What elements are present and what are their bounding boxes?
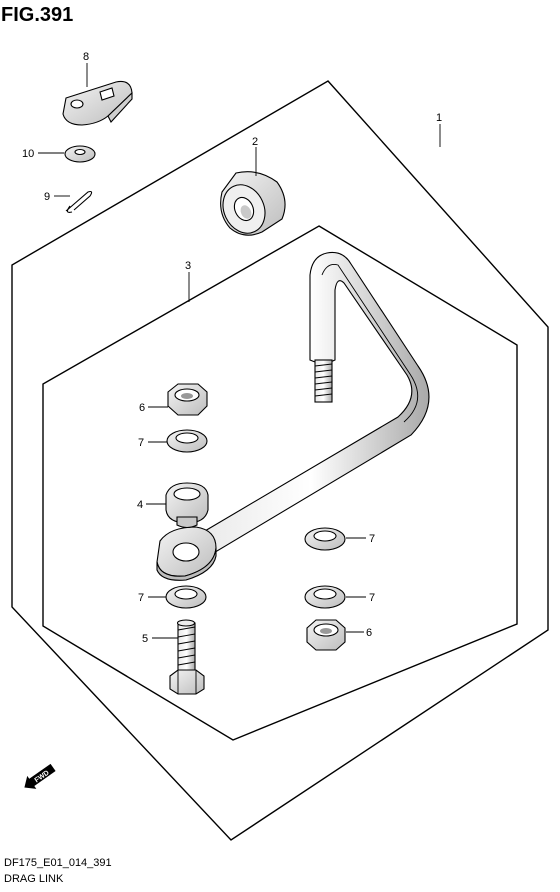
callout-6-upper: 6 <box>139 402 145 414</box>
callout-5: 5 <box>142 633 148 645</box>
callout-7-upper-right: 7 <box>369 533 375 545</box>
part-collar <box>165 482 209 529</box>
part-nut-upper <box>167 383 208 416</box>
leader-lines <box>38 63 441 639</box>
callout-7-lower-left: 7 <box>138 592 144 604</box>
part-washer-lower-left <box>165 585 207 609</box>
figure-name: DRAG LINK <box>4 873 64 885</box>
assembly-outline-outer <box>11 80 549 841</box>
callout-8: 8 <box>83 51 89 63</box>
forward-arrow-label: FWD <box>34 770 51 785</box>
part-washer-lower-right <box>304 585 346 609</box>
callout-3: 3 <box>185 260 191 272</box>
figure-code: DF175_E01_014_391 <box>4 857 112 869</box>
figure-title: FIG.391 <box>1 4 73 26</box>
callout-10: 10 <box>22 148 34 160</box>
part-washer-small <box>64 145 96 163</box>
forward-arrow-icon: FWD <box>24 763 56 789</box>
callout-1: 1 <box>436 112 442 124</box>
part-nut-lower <box>306 619 346 651</box>
callout-6-lower: 6 <box>366 627 372 639</box>
assembly-outline-inner <box>42 225 518 741</box>
part-washer-upper-left <box>166 429 208 453</box>
callout-7-lower-right: 7 <box>369 592 375 604</box>
part-drag-link-rod <box>156 251 430 581</box>
callout-9: 9 <box>44 191 50 203</box>
part-bolt <box>169 619 205 695</box>
callout-7-upper-left: 7 <box>138 437 144 449</box>
part-split-pin <box>65 190 93 213</box>
part-bracket <box>62 80 133 126</box>
callouts: 1 2 3 4 5 6 6 7 7 7 7 8 9 10 <box>22 51 442 645</box>
callout-2: 2 <box>252 136 258 148</box>
callout-4: 4 <box>137 499 143 511</box>
part-bushing <box>220 171 286 236</box>
part-washer-upper-right <box>304 527 346 551</box>
